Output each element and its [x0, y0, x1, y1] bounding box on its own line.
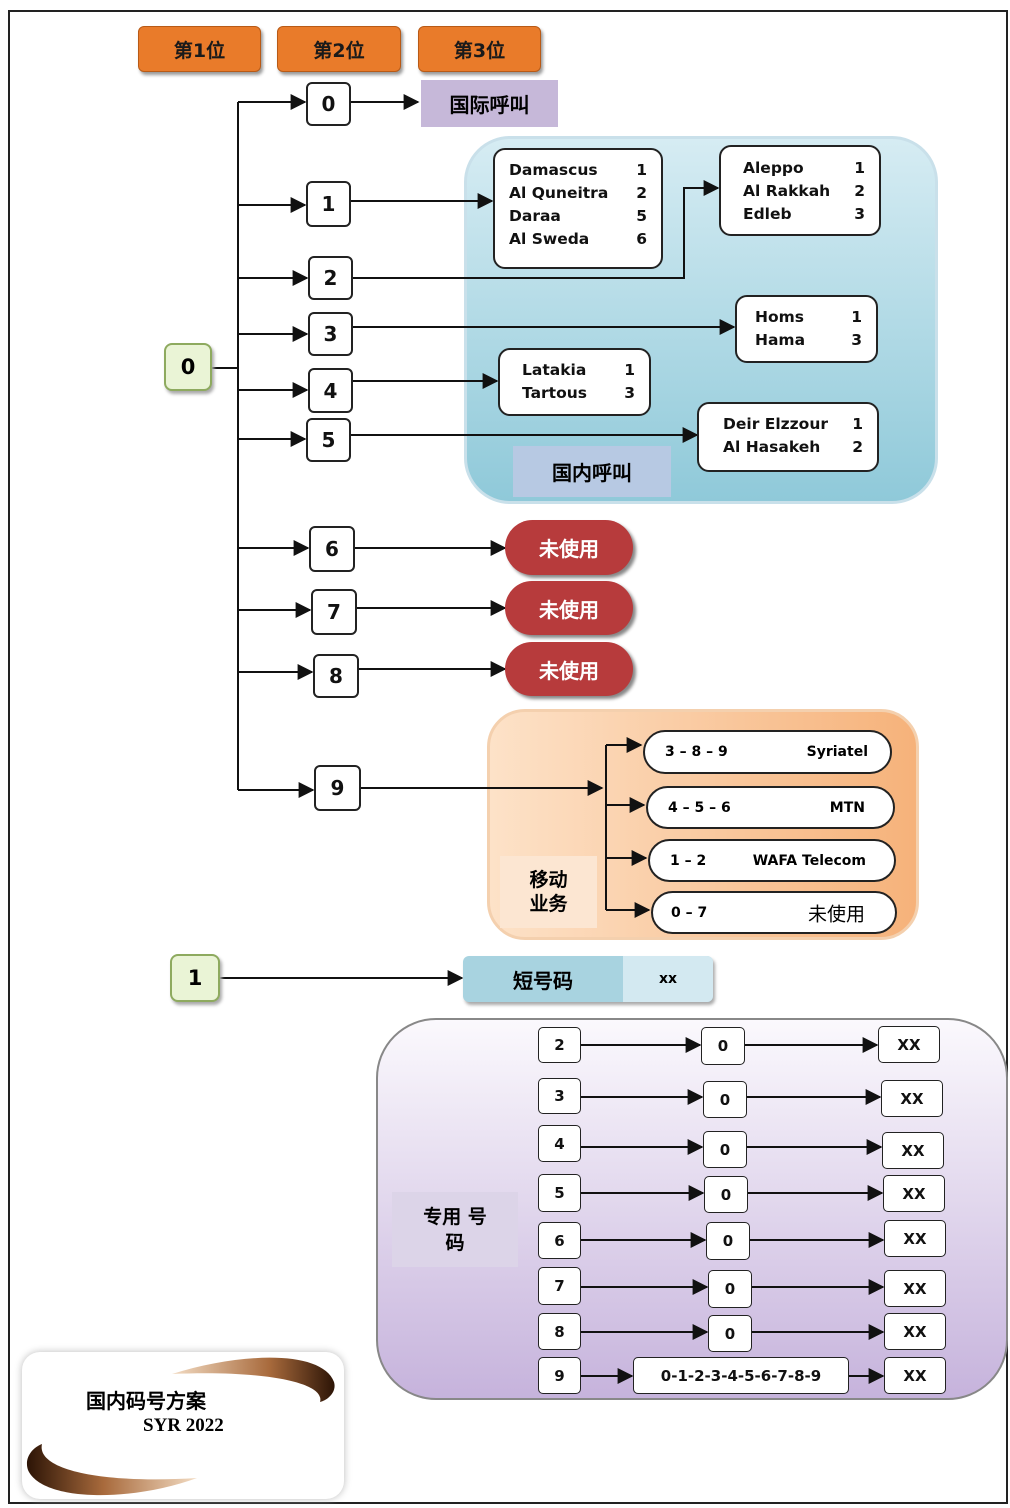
special-zero: 0	[701, 1027, 745, 1065]
operator-row: 1 – 2 WAFA Telecom	[648, 839, 896, 882]
digit-box-5: 5	[306, 418, 351, 462]
special-xx: XX	[882, 1132, 944, 1169]
special-xx: XX	[884, 1270, 946, 1307]
digit-box-0: 0	[306, 82, 351, 126]
special-digit-6: 6	[538, 1222, 581, 1259]
special-digit-5: 5	[538, 1174, 581, 1212]
digit-box-1: 1	[306, 181, 351, 227]
header-digit-1: 第1位	[138, 26, 261, 72]
special-zero: 0	[706, 1222, 750, 1260]
logo-subtitle: SYR 2022	[143, 1415, 224, 1436]
digit-box-2: 2	[308, 256, 353, 300]
operator-row: 3 – 8 – 9 Syriatel	[643, 730, 892, 774]
operator-row: 0 – 7 未使用	[651, 891, 897, 934]
special-digit-4: 4	[538, 1125, 581, 1162]
special-digit-9: 9	[538, 1357, 581, 1394]
special-zero: 0	[708, 1315, 752, 1352]
digit-box-9: 9	[314, 765, 361, 811]
special-xx: XX	[878, 1026, 940, 1063]
digit-box-3: 3	[308, 312, 353, 356]
special-range: 0-1-2-3-4-5-6-7-8-9	[633, 1357, 849, 1394]
special-zero: 0	[703, 1131, 747, 1168]
swoosh-decoration	[26, 1357, 335, 1496]
short-code-suffix: xx	[623, 956, 713, 1002]
unused-badge-6: 未使用	[505, 520, 633, 575]
mobile-service-label: 移动 业务	[500, 856, 597, 928]
header-digit-2: 第2位	[277, 26, 401, 72]
international-call-label: 国际呼叫	[421, 80, 558, 127]
operator-row: 4 – 5 – 6 MTN	[646, 786, 895, 829]
domestic-call-label: 国内呼叫	[513, 446, 671, 497]
special-xx: XX	[881, 1080, 943, 1117]
special-digit-2: 2	[538, 1027, 581, 1063]
special-xx: XX	[884, 1357, 946, 1394]
special-xx: XX	[883, 1175, 945, 1212]
special-digit-8: 8	[538, 1313, 581, 1350]
special-number-label: 专用 号码	[392, 1192, 518, 1267]
special-xx: XX	[884, 1313, 946, 1350]
root-digit-1: 1	[170, 954, 220, 1002]
digit-box-6: 6	[309, 526, 355, 572]
unused-badge-7: 未使用	[505, 581, 633, 635]
scheme-logo-card: 国内码号方案 SYR 2022	[22, 1352, 344, 1499]
special-digit-3: 3	[538, 1078, 581, 1114]
special-digit-7: 7	[538, 1267, 581, 1305]
digit-box-4: 4	[308, 368, 353, 413]
special-zero: 0	[704, 1176, 748, 1213]
digit-box-7: 7	[311, 589, 357, 635]
short-code-label: 短号码	[513, 968, 573, 993]
special-xx: XX	[884, 1220, 946, 1257]
unused-badge-8: 未使用	[505, 642, 633, 696]
logo-title: 国内码号方案	[86, 1389, 206, 1413]
special-zero: 0	[703, 1081, 747, 1118]
header-digit-3: 第3位	[418, 26, 541, 72]
short-code-box: 短号码 xx	[463, 956, 713, 1002]
diagram-frame	[8, 10, 1008, 1504]
digit-box-8: 8	[313, 654, 359, 698]
root-digit-0: 0	[164, 343, 212, 391]
special-zero: 0	[708, 1270, 752, 1308]
